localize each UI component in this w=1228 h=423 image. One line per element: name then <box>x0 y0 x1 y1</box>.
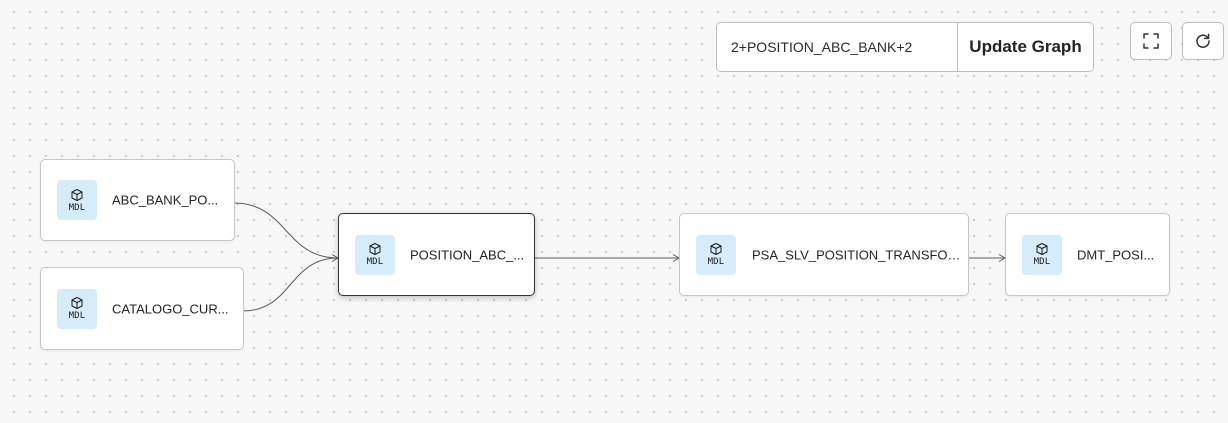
node-type-label: MDL <box>366 257 384 267</box>
cube-icon <box>369 243 381 255</box>
node-type-badge: MDL <box>57 180 97 220</box>
node-type-label: MDL <box>1033 257 1051 267</box>
node-label: ABC_BANK_PO... <box>112 192 219 208</box>
graph-query-bar: Update Graph <box>716 22 1094 72</box>
node-type-badge: MDL <box>1022 234 1062 275</box>
node-label: DMT_POSI... <box>1077 247 1155 262</box>
node-type-badge: MDL <box>57 288 97 329</box>
graph-node-abc-bank-po[interactable]: MDL ABC_BANK_PO... <box>40 159 235 241</box>
graph-node-psa-slv-position[interactable]: MDL PSA_SLV_POSITION_TRANSFOR... <box>679 213 969 296</box>
node-type-label: MDL <box>68 202 86 213</box>
node-label: PSA_SLV_POSITION_TRANSFOR... <box>752 247 962 262</box>
node-type-badge: MDL <box>696 234 736 275</box>
cube-icon <box>71 297 83 309</box>
cube-icon <box>710 243 722 255</box>
graph-query-input[interactable] <box>717 23 957 71</box>
update-graph-button[interactable]: Update Graph <box>957 23 1093 71</box>
graph-node-dmt-posi[interactable]: MDL DMT_POSI... <box>1005 213 1170 296</box>
node-type-label: MDL <box>707 257 725 267</box>
graph-node-position-abc[interactable]: MDL POSITION_ABC_... <box>338 213 535 296</box>
edge-catalogo-cur-to-position-abc <box>242 257 339 312</box>
node-label: POSITION_ABC_... <box>410 247 525 262</box>
node-type-badge: MDL <box>355 234 395 275</box>
edge-abc-bank-po-to-position-abc <box>233 202 339 259</box>
fullscreen-button[interactable] <box>1130 22 1172 60</box>
refresh-icon <box>1196 33 1210 48</box>
fullscreen-icon <box>1143 33 1159 49</box>
node-type-label: MDL <box>68 311 86 321</box>
cube-icon <box>1036 243 1048 255</box>
graph-node-catalogo-cur[interactable]: MDL CATALOGO_CUR... <box>40 267 244 350</box>
cube-icon <box>71 188 83 201</box>
node-label: CATALOGO_CUR... <box>112 301 229 316</box>
refresh-button[interactable] <box>1182 22 1224 60</box>
